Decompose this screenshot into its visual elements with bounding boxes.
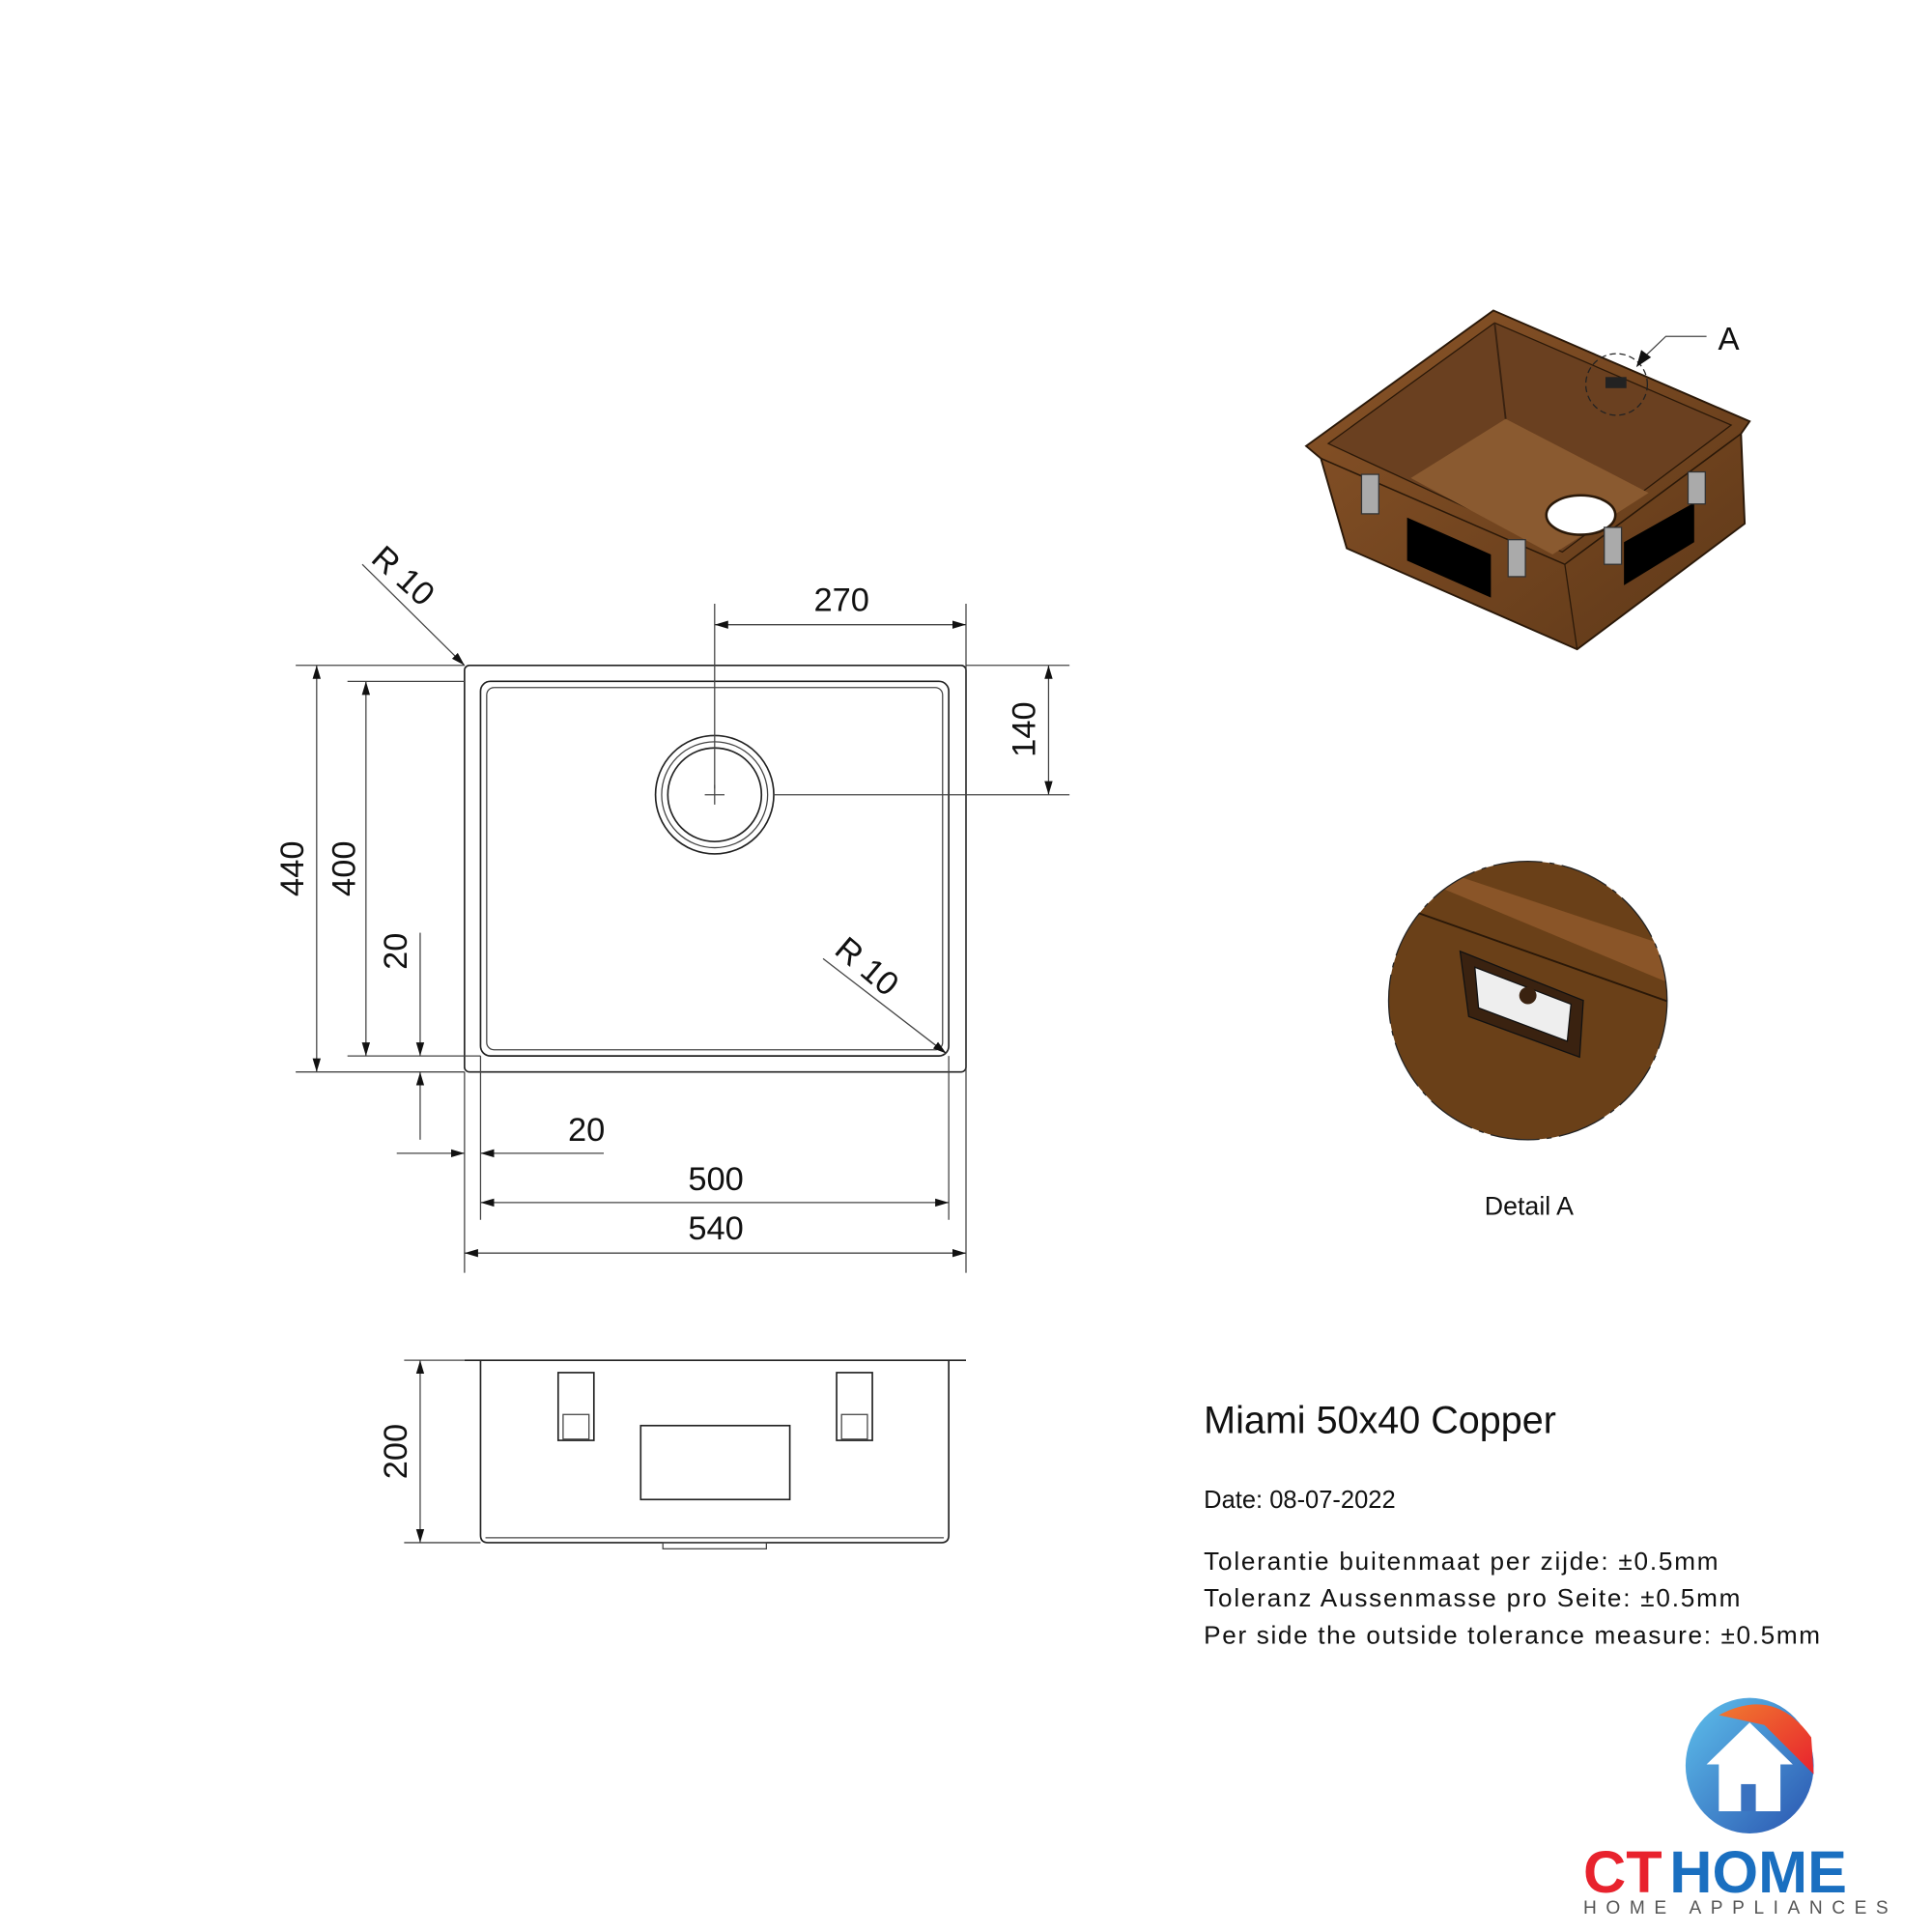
dim-20-horizontal: 20 <box>568 1112 605 1149</box>
sink-3d-render: A <box>1304 309 1751 651</box>
tolerance-en: Per side the outside tolerance measure: … <box>1204 1621 1822 1650</box>
product-title: Miami 50x40 Copper <box>1204 1399 1556 1441</box>
dim-200: 200 <box>378 1424 414 1479</box>
cthome-logo: CT HOME HOME APPLIANCES <box>1583 1697 1897 1918</box>
dim-20-vertical: 20 <box>378 933 414 970</box>
logo-tagline: HOME APPLIANCES <box>1583 1898 1897 1918</box>
clip-left <box>556 1372 595 1441</box>
dim-540: 540 <box>688 1210 743 1247</box>
title-block: Miami 50x40 Copper Date: 08-07-2022 Tole… <box>1204 1399 1822 1650</box>
dim-270: 270 <box>813 582 868 619</box>
tolerance-de: Toleranz Aussenmasse pro Seite: ±0.5mm <box>1204 1583 1742 1612</box>
drawing-date: Date: 08-07-2022 <box>1204 1487 1395 1514</box>
detail-marker-a: A <box>1718 322 1740 357</box>
dim-140: 140 <box>1006 701 1042 756</box>
radius-top-left: R 10 <box>364 539 440 613</box>
logo-ct: CT <box>1583 1839 1662 1905</box>
logo-home: HOME <box>1669 1839 1847 1905</box>
clip-right <box>836 1372 873 1441</box>
dim-500: 500 <box>688 1161 743 1198</box>
tolerance-nl: Tolerantie buitenmaat per zijde: ±0.5mm <box>1204 1547 1719 1576</box>
top-view: 270 140 440 400 20 20 500 540 R 10 R 10 <box>274 539 1070 1273</box>
detail-a-view: Detail A <box>1387 860 1668 1221</box>
dim-400: 400 <box>326 841 362 896</box>
label-panel <box>639 1424 791 1501</box>
side-view: 200 <box>378 1359 966 1549</box>
dim-440: 440 <box>274 841 311 896</box>
detail-label: Detail A <box>1485 1192 1574 1221</box>
